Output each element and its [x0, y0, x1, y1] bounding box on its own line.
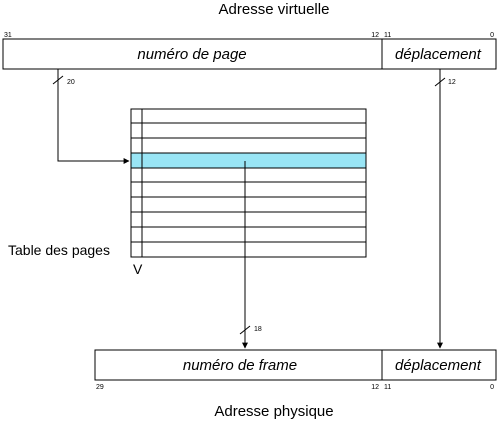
physical-address-title: Adresse physique: [214, 403, 333, 420]
pa-offset-bit-low: 0: [490, 384, 494, 391]
page-number-bus-width: 20: [67, 79, 75, 86]
page-table: [130, 108, 367, 258]
va-offset-field: déplacement: [395, 46, 482, 63]
pa-offset-field: déplacement: [395, 357, 482, 374]
frame-number-bus-width: 18: [254, 326, 262, 333]
offset-bus-width: 12: [448, 79, 456, 86]
page-table-selected-row: [131, 153, 366, 168]
virtual-address-register: [2, 38, 497, 70]
page-table-rows: [131, 122, 366, 243]
physical-address-register: [94, 349, 497, 381]
offset-bus-tick: [434, 77, 446, 87]
frame-number-bus-tick: [239, 325, 251, 335]
valid-bit-label: V: [133, 261, 143, 277]
pa-frame-bit-high: 29: [96, 384, 104, 391]
va-page-bit-low: 12: [371, 32, 379, 39]
page-number-arrow: [57, 69, 130, 164]
page-table-label: Table des pages: [8, 242, 110, 258]
va-offset-bit-high: 11: [384, 32, 391, 39]
virtual-address-title: Adresse virtuelle: [219, 1, 330, 18]
va-offset-bit-low: 0: [490, 32, 494, 39]
pa-frame-number-field: numéro de frame: [183, 357, 297, 374]
pa-offset-bit-high: 11: [384, 384, 391, 391]
va-page-bit-high: 31: [4, 32, 12, 39]
va-page-number-field: numéro de page: [137, 46, 246, 63]
page-table-border: [130, 108, 367, 258]
pa-frame-bit-low: 12: [371, 384, 379, 391]
page-number-bus-tick: [52, 75, 64, 85]
